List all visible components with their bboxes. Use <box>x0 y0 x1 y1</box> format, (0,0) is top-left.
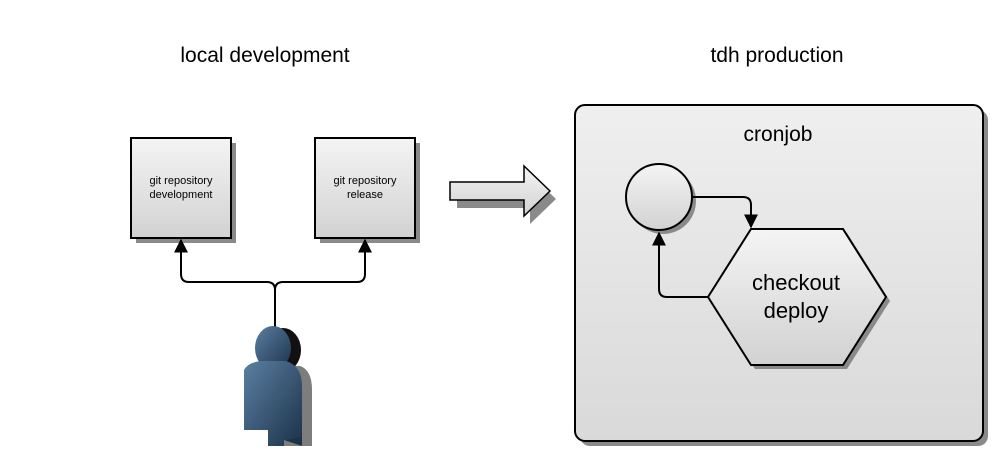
start-event-circle <box>625 163 696 234</box>
process-line2: deploy <box>764 298 829 323</box>
edge-person-to-release <box>274 238 372 291</box>
repo-development-line1: git repository <box>150 175 213 187</box>
edge-start-to-process <box>693 196 758 229</box>
tdh-production-title: tdh production <box>710 44 843 67</box>
cronjob-label: cronjob <box>744 123 813 146</box>
person-icon <box>244 326 312 446</box>
edge-process-to-start <box>652 231 708 298</box>
git-repository-release-node: git repository release <box>314 137 420 243</box>
right-arrow-icon <box>449 164 556 224</box>
edge-person-to-development <box>174 238 276 328</box>
repo-release-line2: release <box>347 189 383 201</box>
local-development-title: local development <box>180 44 349 67</box>
git-repository-development-node: git repository development <box>130 137 236 243</box>
process-line1: checkout <box>752 270 840 295</box>
repo-release-line1: git repository <box>334 175 397 187</box>
repo-development-line2: development <box>150 189 213 201</box>
